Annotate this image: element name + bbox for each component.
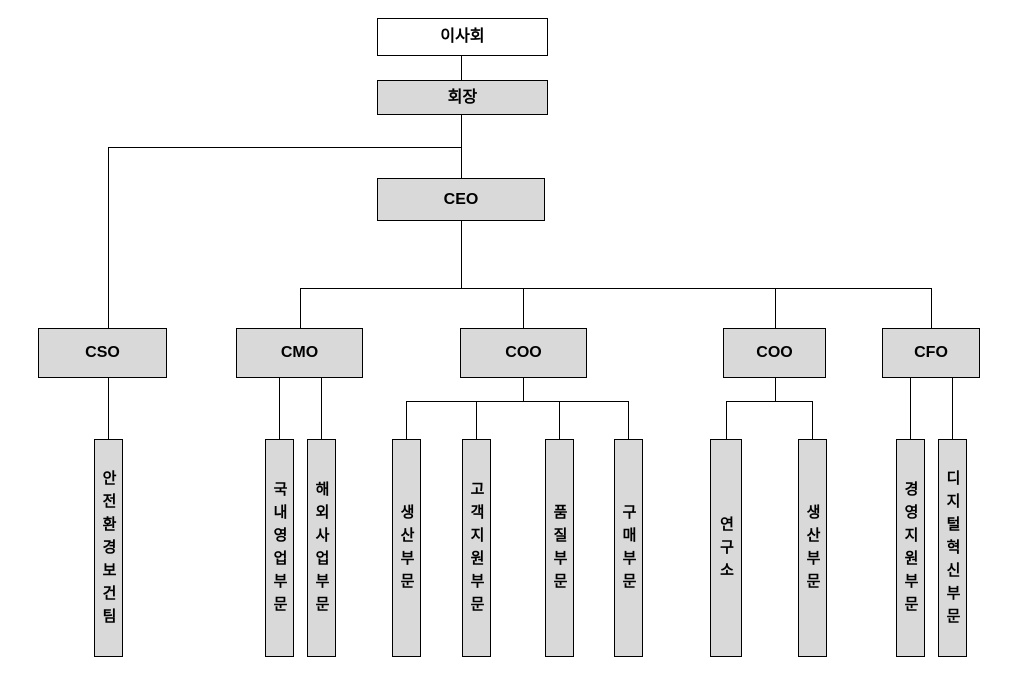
connector-ceo-horizontal xyxy=(300,288,931,289)
org-node-production-division-b: 생산부문 xyxy=(798,439,827,657)
connector-drop-research-lab xyxy=(726,401,727,439)
connector-drop-production-b xyxy=(812,401,813,439)
org-node-safety-environment-health-team: 안전환경보건팀 xyxy=(94,439,123,657)
org-node-chairman: 회장 xyxy=(377,80,548,115)
connector-coo1-horizontal xyxy=(406,401,628,402)
org-node-cmo: CMO xyxy=(236,328,363,378)
connector-board-chairman xyxy=(461,56,462,80)
org-node-customer-support-division: 고객지원부문 xyxy=(462,439,491,657)
connector-drop-quality xyxy=(559,401,560,439)
connector-cmo-overseas xyxy=(321,378,322,439)
org-node-purchasing-division: 구매부문 xyxy=(614,439,643,657)
org-node-cso: CSO xyxy=(38,328,167,378)
org-node-overseas-business-division: 해외사업부문 xyxy=(307,439,336,657)
connector-cso-branch-vertical xyxy=(108,147,109,328)
connector-drop-customer-support xyxy=(476,401,477,439)
org-node-coo-1: COO xyxy=(460,328,587,378)
org-node-digital-innovation-division: 디지털혁신부문 xyxy=(938,439,967,657)
connector-drop-coo1 xyxy=(523,288,524,328)
connector-drop-purchasing xyxy=(628,401,629,439)
org-node-production-division-a: 생산부문 xyxy=(392,439,421,657)
connector-coo1-stem xyxy=(523,378,524,401)
connector-cso-safety xyxy=(108,378,109,439)
connector-coo2-stem xyxy=(775,378,776,401)
connector-cmo-domestic xyxy=(279,378,280,439)
org-node-board-of-directors: 이사회 xyxy=(377,18,548,56)
org-node-quality-division: 품질부문 xyxy=(545,439,574,657)
connector-coo2-horizontal xyxy=(726,401,812,402)
org-node-domestic-sales-division: 국내영업부문 xyxy=(265,439,294,657)
connector-chairman-ceo xyxy=(461,115,462,178)
connector-cfo-management xyxy=(910,378,911,439)
org-node-management-support-division: 경영지원부문 xyxy=(896,439,925,657)
connector-cfo-digital xyxy=(952,378,953,439)
org-node-cfo: CFO xyxy=(882,328,980,378)
connector-drop-cfo xyxy=(931,288,932,328)
connector-ceo-stem xyxy=(461,221,462,288)
connector-cso-branch-horizontal xyxy=(108,147,461,148)
connector-drop-cmo xyxy=(300,288,301,328)
org-node-ceo: CEO xyxy=(377,178,545,221)
connector-drop-production-a xyxy=(406,401,407,439)
org-node-research-lab: 연구소 xyxy=(710,439,742,657)
org-node-coo-2: COO xyxy=(723,328,826,378)
connector-drop-coo2 xyxy=(775,288,776,328)
